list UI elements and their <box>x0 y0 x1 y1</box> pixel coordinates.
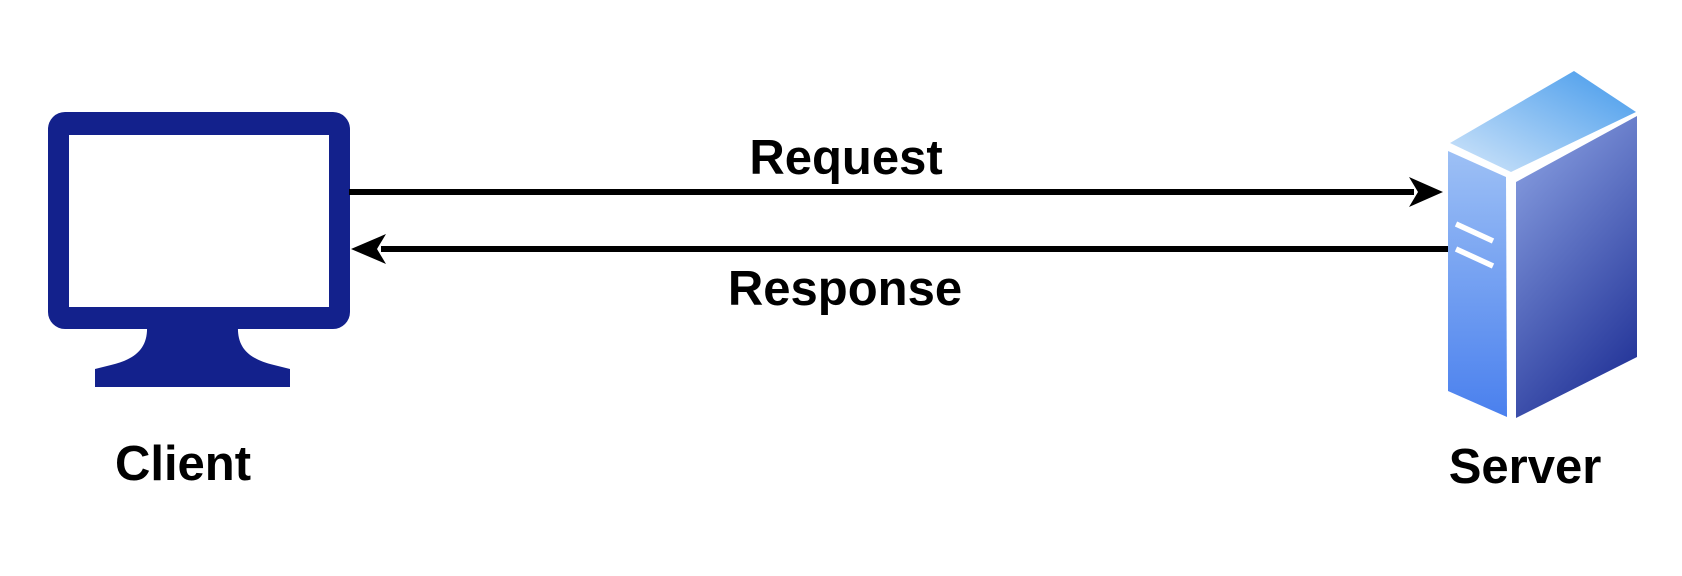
server-side-face <box>1516 116 1637 418</box>
client-node-label: Client <box>114 437 252 491</box>
server-node-label: Server <box>1448 440 1602 494</box>
server-tower-icon <box>1448 71 1637 418</box>
monitor-stand <box>95 326 290 387</box>
response-arrow <box>351 234 1448 264</box>
server-vent-slash-top <box>1454 221 1495 244</box>
request-arrow <box>349 177 1443 207</box>
monitor-screen <box>69 135 329 307</box>
request-edge-label: Request <box>749 131 943 185</box>
server-front-face <box>1448 151 1507 417</box>
server-top-face <box>1450 71 1636 172</box>
server-vent-slash-bottom <box>1454 246 1495 269</box>
response-edge-label: Response <box>727 262 963 316</box>
desktop-monitor-icon <box>48 112 350 387</box>
response-arrowhead-icon <box>351 234 386 264</box>
request-arrowhead-icon <box>1409 177 1443 207</box>
